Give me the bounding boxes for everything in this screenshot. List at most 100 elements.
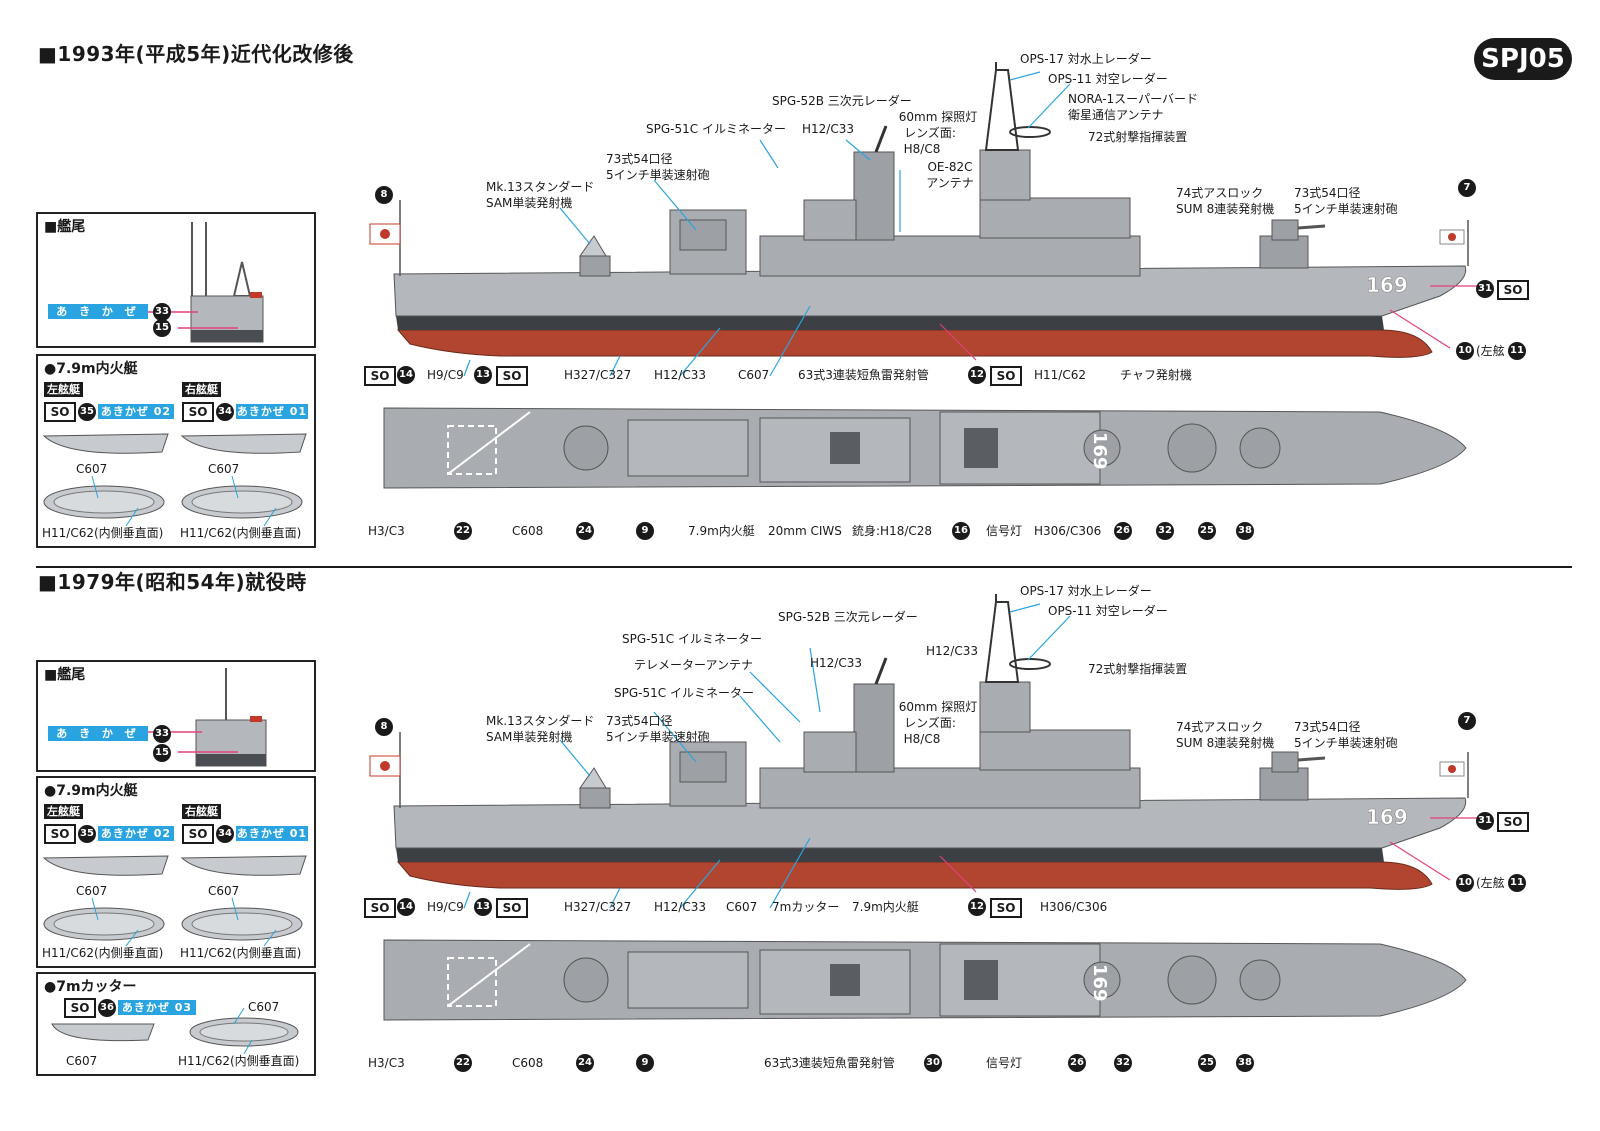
label-lens: レンズ面: [904, 716, 956, 730]
section-title-1979: ■1979年(昭和54年)就役時 [38, 570, 307, 594]
part-number-8: 8 [375, 186, 393, 204]
label-boat79: 7.9m内火艇 [688, 524, 755, 538]
color-callout: H11/C62(内側垂直面) [42, 526, 164, 540]
name-tag-boat-02: あきかぜ 02 [98, 404, 174, 419]
part-number-15: 15 [153, 319, 171, 337]
label-h3c3: H3/C3 [368, 1056, 405, 1070]
label-lens: レンズ面: [904, 126, 956, 140]
name-tag-boat-01: あきかぜ 01 [236, 826, 308, 841]
stern-panel-1993: ■艦尾 あ き か ぜ 33 15 [36, 212, 316, 348]
name-tag-boat-01: あきかぜ 01 [236, 404, 308, 419]
label-boat79: 7.9m内火艇 [852, 900, 919, 914]
port-boat-label: 左舷艇 [44, 804, 83, 819]
label-gun73-c: 73式54口径 [1294, 720, 1361, 734]
part-number-7: 7 [1458, 712, 1476, 730]
part-number-31: 31 [1476, 812, 1494, 830]
ship-side-profile-1993: 169 [369, 62, 1478, 377]
label-fcs72: 72式射撃指揮装置 [1088, 130, 1188, 144]
part-number-22: 22 [454, 522, 472, 540]
part-number-25: 25 [1198, 1054, 1216, 1072]
label-h9c9: H9/C9 [427, 368, 464, 382]
part-number-34: 34 [216, 403, 234, 421]
ship-side-profile-1979: 169 [369, 594, 1478, 909]
svg-text:169: 169 [1089, 432, 1110, 470]
port-boat-label: 左舷艇 [44, 382, 83, 397]
part-number-9: 9 [636, 1054, 654, 1072]
label-h12c33: H12/C33 [654, 368, 706, 382]
part-number-33: 33 [153, 725, 171, 743]
name-tag-akikaze: あ き か ぜ [48, 726, 148, 741]
so-mark: SO [364, 366, 396, 386]
hull-number-text: 169 [1366, 805, 1408, 829]
label-torpedo: 63式3連装短魚雷発射管 [764, 1056, 895, 1070]
label-telemeter: テレメーターアンテナ [634, 658, 754, 672]
label-chaff: チャフ発射機 [1120, 368, 1192, 382]
boat-panel-title: ●7.9m内火艇 [44, 783, 138, 799]
boat-panel-1993: ●7.9m内火艇 左舷艇 右舷艇 SO 35 あきかぜ 02 SO 34 あきか… [36, 354, 316, 548]
label-spg52b: SPG-52B 三次元レーダー [778, 610, 918, 624]
part-number-15: 15 [153, 744, 171, 762]
stern-drawing [138, 668, 267, 767]
label-c607: C607 [726, 900, 758, 914]
part-number-35: 35 [78, 403, 96, 421]
label-h8c8: H8/C8 [903, 142, 941, 156]
svg-text:169: 169 [1089, 964, 1110, 1002]
part-number-11: 11 [1508, 342, 1526, 360]
part-number-24: 24 [576, 522, 594, 540]
label-port-side: (左舷 [1476, 876, 1505, 890]
label-fcs72: 72式射撃指揮装置 [1088, 662, 1188, 676]
name-tag-boat-02: あきかぜ 02 [98, 826, 174, 841]
part-number-26: 26 [1068, 1054, 1086, 1072]
part-number-9: 9 [636, 522, 654, 540]
label-barrel: 銃身:H18/C28 [852, 524, 933, 538]
part-number-13: 13 [474, 366, 492, 384]
label-signal: 信号灯 [986, 524, 1023, 538]
label-gun73-c: 73式54口径 [1294, 186, 1361, 200]
color-callout: H11/C62(内側垂直面) [180, 526, 302, 540]
name-tag-boat-03: あきかぜ 03 [118, 1000, 196, 1015]
so-mark: SO [364, 898, 396, 918]
boat-panel-title: ●7.9m内火艇 [44, 361, 138, 377]
ship-top-view-1979: 169 [383, 939, 1467, 1021]
label-h306: H306/C306 [1034, 524, 1102, 538]
cutter-drawings [51, 1007, 299, 1055]
label-mk13-b: SAM単装発射機 [486, 196, 573, 210]
label-h12c33-b: H12/C33 [810, 656, 862, 670]
name-tag-akikaze: あ き か ぜ [48, 304, 148, 319]
part-number-35: 35 [78, 825, 96, 843]
part-number-14: 14 [397, 366, 415, 384]
part-number-16: 16 [952, 522, 970, 540]
label-gun73-b: 5インチ単装速射砲 [606, 730, 710, 744]
part-number-32: 32 [1156, 522, 1174, 540]
part-number-11: 11 [1508, 874, 1526, 892]
label-asroc-b: SUM 8連装発射機 [1176, 202, 1275, 216]
so-mark: SO [990, 898, 1022, 918]
label-searchlight: 60mm 探照灯 [898, 110, 978, 124]
part-number-36: 36 [98, 999, 116, 1017]
cutter-panel-title: ●7mカッター [44, 979, 137, 995]
part-number-31: 31 [1476, 280, 1494, 298]
label-h12c33: H12/C33 [654, 900, 706, 914]
cutter-panel-1979: ●7mカッター SO 36 あきかぜ 03 C607 C607 H11/C62(… [36, 972, 316, 1076]
part-number-34: 34 [216, 825, 234, 843]
color-callout: C607 [76, 462, 108, 476]
label-gun73-a: 73式54口径 [606, 152, 673, 166]
label-oe82c: OE-82C [927, 160, 973, 174]
part-number-32: 32 [1114, 1054, 1132, 1072]
label-h8c8: H8/C8 [903, 732, 941, 746]
part-number-10: 10 [1456, 874, 1474, 892]
label-c608: C608 [512, 1056, 544, 1070]
label-h3c3: H3/C3 [368, 524, 405, 538]
stern-panel-1979: ■艦尾 あ き か ぜ 33 15 [36, 660, 316, 772]
so-mark: SO [44, 402, 76, 422]
label-h327: H327/C327 [564, 900, 632, 914]
label-h12c33-top: H12/C33 [802, 122, 854, 136]
section-divider [36, 566, 1572, 568]
label-mk13-b: SAM単装発射機 [486, 730, 573, 744]
label-signal: 信号灯 [986, 1056, 1023, 1070]
hull-number-text: 169 [1366, 273, 1408, 297]
boat-drawings [42, 433, 307, 527]
label-spg51c: SPG-51C イルミネーター [646, 122, 786, 136]
label-asroc-a: 74式アスロック [1176, 186, 1264, 200]
so-mark: SO [496, 366, 528, 386]
